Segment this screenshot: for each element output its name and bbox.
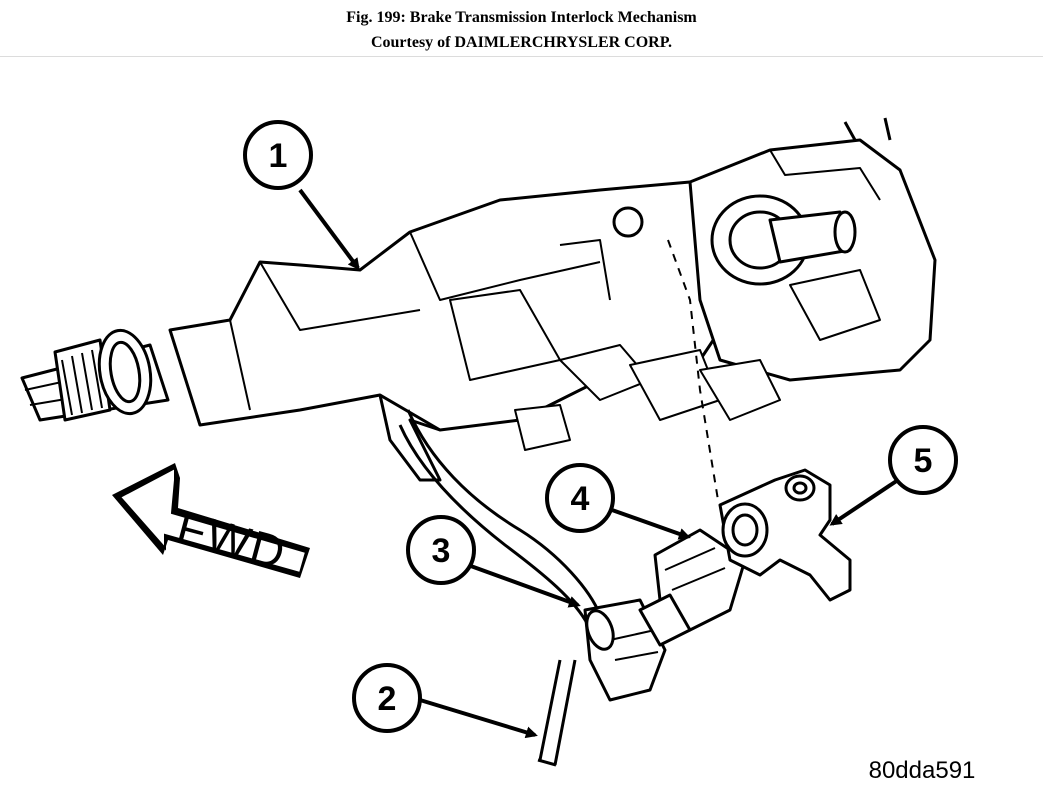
figure-caption: Fig. 199: Brake Transmission Interlock M… (0, 0, 1043, 57)
callout-circle (545, 463, 615, 533)
callout-3: 3 (406, 515, 476, 585)
leader-line-3 (467, 563, 581, 608)
leader-line-1 (298, 188, 360, 271)
callout-circle (352, 663, 422, 733)
callout-1: 1 (243, 120, 313, 190)
callout-number: 4 (571, 480, 590, 518)
brake-transmission-interlock-solenoid (718, 468, 852, 602)
callout-2: 2 (352, 663, 422, 733)
linkage-dashed-line (667, 239, 719, 501)
callout-circle (243, 120, 313, 190)
fwd-direction-arrow: FWD (112, 463, 310, 579)
callout-circle (406, 515, 476, 585)
callout-number: 1 (269, 137, 288, 175)
interlock-solenoid-connector (638, 528, 747, 647)
leader-line-2 (419, 698, 538, 739)
figure-courtesy: Courtesy of DAIMLERCHRYSLER CORP. (370, 34, 673, 51)
leader-lines (298, 188, 900, 739)
callout-number: 2 (378, 680, 397, 718)
fwd-label: FWD (172, 501, 292, 580)
callout-circle (888, 425, 958, 495)
figure-title: Fig. 199: Brake Transmission Interlock M… (346, 9, 697, 26)
cable-end-connector (583, 598, 667, 702)
callout-5: 5 (888, 425, 958, 495)
callout-number: 5 (914, 442, 933, 480)
callout-4: 4 (545, 463, 615, 533)
steering-column (20, 117, 937, 482)
leader-line-4 (611, 508, 691, 540)
figure-reference-code: 80dda591 (869, 757, 976, 784)
leader-line-5 (829, 478, 900, 526)
callout-number: 3 (432, 532, 451, 570)
